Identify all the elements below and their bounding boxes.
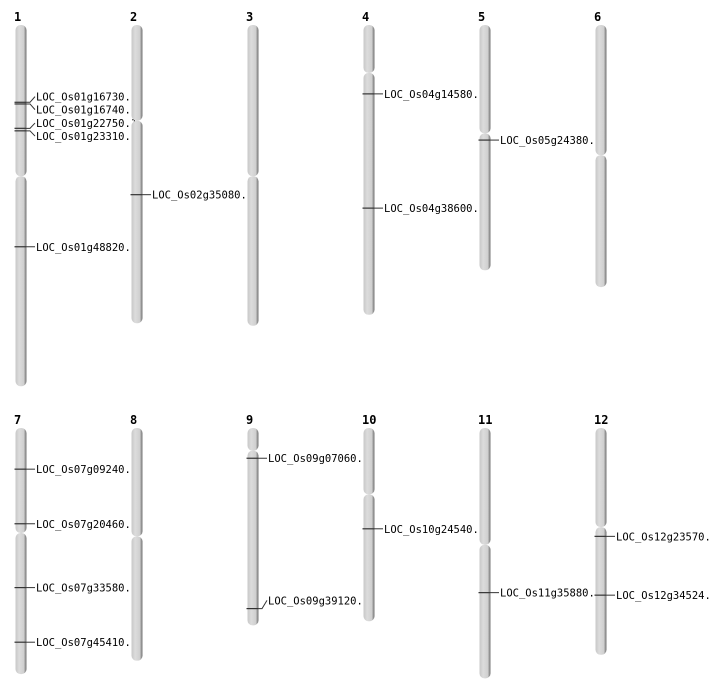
chromosome-q-arm (15, 533, 27, 675)
gene-label: LOC_Os01g16740.1 (36, 105, 137, 117)
gene-label: LOC_Os05g24380.1 (500, 135, 601, 147)
chromosome-number: 2 (130, 10, 137, 24)
chromosome-3: 3 (246, 10, 259, 326)
chromosome-number: 12 (594, 413, 608, 427)
gene-connector (26, 130, 36, 137)
gene-label: LOC_Os09g39120.1 (268, 595, 369, 607)
gene-connector (26, 122, 36, 129)
gene-label: LOC_Os04g14580.1 (384, 89, 485, 101)
chromosome-q-arm (131, 536, 143, 661)
chromosome-p-arm (595, 428, 607, 528)
chromosome-q-arm (247, 176, 259, 326)
chromosome-p-arm (479, 25, 491, 134)
chromosome-p-arm (479, 428, 491, 545)
chromosome-number: 5 (478, 10, 485, 24)
gene-label: LOC_Os11g35880.1 (500, 588, 601, 600)
chromosome-q-arm (247, 450, 259, 626)
chromosome-q-arm (363, 72, 375, 315)
gene-label: LOC_Os01g48820.1 (36, 242, 137, 254)
gene-label: LOC_Os07g20460.1 (36, 519, 137, 531)
chromosome-number: 7 (14, 413, 21, 427)
chromosome-q-arm (479, 544, 491, 679)
gene-label: LOC_Os04g38600.1 (384, 203, 485, 215)
chromosome-p-arm (131, 25, 143, 121)
chromosome-p-arm (363, 428, 375, 495)
gene-label: LOC_Os07g09240.1 (36, 464, 137, 476)
chromosome-number: 11 (478, 413, 492, 427)
chromosome-q-arm (595, 155, 607, 288)
chromosome-number: 1 (14, 10, 21, 24)
chromosome-p-arm (595, 25, 607, 156)
chromosome-number: 6 (594, 10, 601, 24)
chromosome-p-arm (247, 428, 259, 451)
chromosome-p-arm (131, 428, 143, 537)
chromosome-q-arm (479, 133, 491, 271)
gene-label: LOC_Os01g22750.1 (36, 118, 137, 130)
chromosome-q-arm (131, 120, 143, 324)
chromosome-p-arm (363, 25, 375, 73)
gene-label: LOC_Os02g35080.1 (152, 190, 253, 202)
chromosome-number: 4 (362, 10, 369, 24)
chromosome-7: 7LOC_Os07g09240.1LOC_Os07g20460.1LOC_Os0… (14, 413, 137, 675)
chromosome-number: 10 (362, 413, 376, 427)
chromosome-p-arm (247, 25, 259, 177)
chromosome-number: 9 (246, 413, 253, 427)
chromosome-q-arm (595, 527, 607, 655)
chromosome-number: 3 (246, 10, 253, 24)
chromosome-q-arm (363, 494, 375, 622)
chromosome-1: 1LOC_Os01g16730.1LOC_Os01g16740.1LOC_Os0… (14, 10, 137, 387)
chromosome-number: 8 (130, 413, 137, 427)
gene-label: LOC_Os12g23570.1 (616, 531, 712, 543)
gene-label: LOC_Os09g07060.1 (268, 453, 369, 465)
gene-label: LOC_Os01g16730.1 (36, 92, 137, 104)
gene-label: LOC_Os12g34524.1 (616, 590, 712, 602)
chromosome-q-arm (15, 176, 27, 387)
gene-connector (26, 103, 36, 110)
gene-label: LOC_Os01g23310.1 (36, 131, 137, 143)
gene-label: LOC_Os07g45410.1 (36, 637, 137, 649)
gene-label: LOC_Os10g24540.1 (384, 524, 485, 536)
chromosome-p-arm (15, 25, 27, 177)
gene-connector (258, 600, 268, 610)
chromosome-p-arm (15, 428, 27, 533)
gene-label: LOC_Os07g33580.1 (36, 583, 137, 595)
chromosome-8: 8 (130, 413, 143, 661)
chromosome-6: 6 (594, 10, 607, 288)
gene-connector (26, 96, 36, 103)
